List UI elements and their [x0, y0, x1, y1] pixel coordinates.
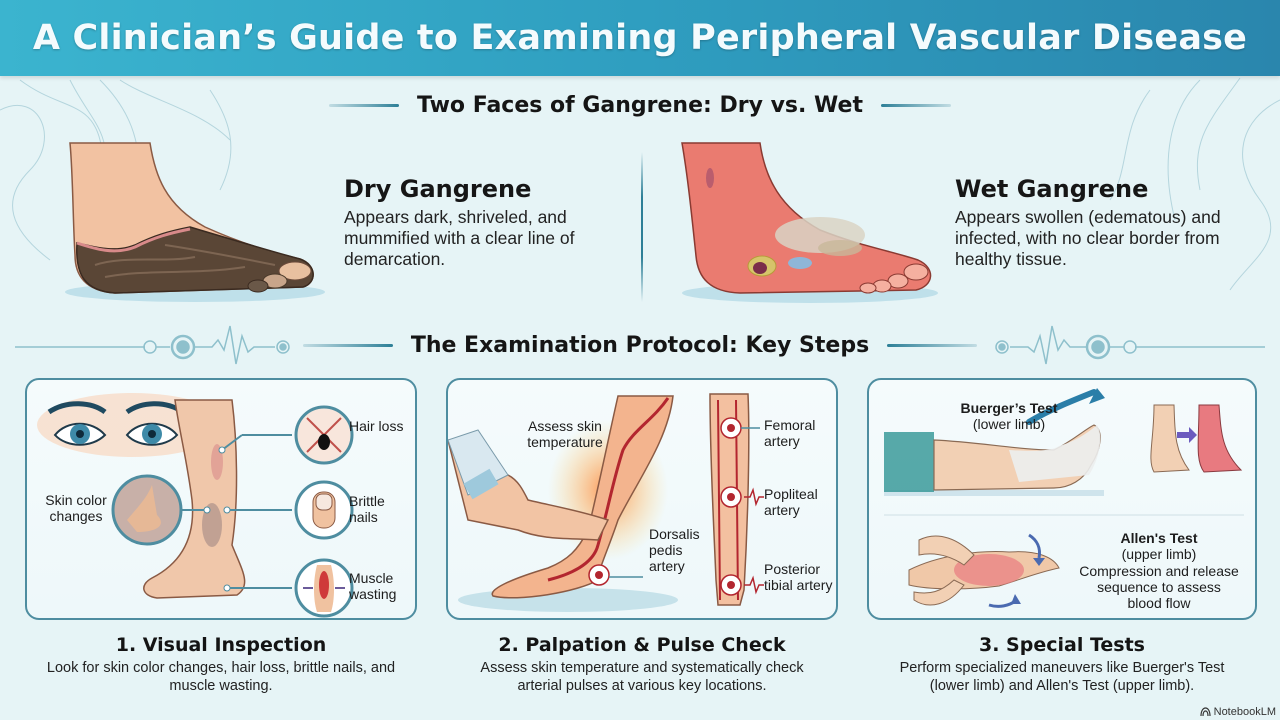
notebooklm-watermark: NotebookLM: [1200, 706, 1276, 718]
elevate-arrow-icon: [1026, 389, 1097, 425]
page-title: A Clinician’s Guide to Examining Periphe…: [32, 18, 1248, 58]
brand-label: NotebookLM: [1213, 706, 1276, 718]
posterior-tibial-artery-label: Posterior tibial artery: [764, 561, 833, 593]
notebooklm-logo-icon: [1200, 707, 1211, 717]
skin-temp-label: Assess skin temperature: [527, 418, 603, 450]
wet-gangrene-text: Wet Gangrene Appears swollen (edematous)…: [955, 175, 1245, 270]
popliteal-artery-label: Popliteal artery: [764, 486, 818, 518]
step-description: Assess skin temperature and systematical…: [480, 660, 804, 694]
gangrene-divider: [641, 152, 643, 302]
step-description: Look for skin color changes, hair loss, …: [46, 660, 396, 694]
special-tests-illustration: [884, 388, 1244, 608]
palpation-card: Assess skin temperature Femoral artery P…: [446, 378, 838, 620]
step-special-tests: 3. Special Tests Perform specialized man…: [867, 634, 1257, 695]
hair-loss-label: Hair loss: [349, 418, 404, 434]
dorsalis-pedis-artery-label: Dorsalis pedis artery: [649, 526, 700, 574]
dry-gangrene-foot-icon: [65, 142, 325, 302]
step-title: 1. Visual Inspection: [115, 634, 327, 656]
wet-gangrene-title: Wet Gangrene: [955, 175, 1149, 203]
wet-gangrene-description: Appears swollen (edematous) and infected…: [955, 207, 1221, 269]
wet-gangrene-foot-icon: [681, 142, 938, 303]
brittle-nails-label: Brittle nails: [349, 493, 385, 525]
title-rule-left: [302, 344, 393, 347]
step-description: Perform specialized maneuvers like Buerg…: [899, 660, 1225, 694]
step-visual-inspection: 1. Visual Inspection Look for skin color…: [25, 634, 417, 695]
allen-test-description: Compression and release sequence to asse…: [1079, 563, 1239, 611]
dry-gangrene-description: Appears dark, shriveled, and mummified w…: [344, 207, 575, 269]
step-title: 2. Palpation & Pulse Check: [498, 634, 786, 656]
header-banner: A Clinician’s Guide to Examining Periphe…: [0, 0, 1280, 76]
patient-clothing: [884, 432, 934, 492]
visual-inspection-card: Hair loss Skin color changes Brittle nai…: [25, 378, 417, 620]
gangrene-section-header: Two Faces of Gangrene: Dry vs. Wet: [0, 93, 1280, 118]
title-rule-right: [880, 104, 951, 107]
visual-inspection-illustration: [37, 393, 354, 618]
special-tests-card: Buerger’s Test (lower limb) Allen's Test…: [867, 378, 1257, 620]
title-rule-left: [329, 104, 400, 107]
dry-gangrene-title: Dry Gangrene: [344, 175, 532, 203]
step-palpation: 2. Palpation & Pulse Check Assess skin t…: [446, 634, 838, 695]
allen-test-title: Allen's Test: [1120, 530, 1198, 546]
arrow-icon: [1177, 427, 1197, 443]
protocol-section-header: The Examination Protocol: Key Steps: [0, 333, 1280, 358]
step-title: 3. Special Tests: [979, 634, 1145, 656]
palpation-illustration: [448, 393, 764, 612]
femoral-artery-label: Femoral artery: [764, 417, 816, 449]
protocol-section-title: The Examination Protocol: Key Steps: [410, 333, 870, 358]
buerger-test-title: Buerger’s Test: [960, 400, 1058, 416]
muscle-wasting-label: Muscle wasting: [349, 570, 397, 602]
release-arrow-icon: [1028, 533, 1041, 559]
protocol-ecg-decoration: [15, 325, 1265, 365]
gangrene-section-title: Two Faces of Gangrene: Dry vs. Wet: [417, 93, 863, 118]
allen-test-subtitle: (upper limb): [1121, 546, 1197, 562]
dry-gangrene-text: Dry Gangrene Appears dark, shriveled, an…: [344, 175, 624, 270]
title-rule-right: [887, 344, 978, 347]
skin-color-label: Skin color changes: [45, 492, 107, 524]
buerger-test-subtitle: (lower limb): [972, 416, 1046, 432]
